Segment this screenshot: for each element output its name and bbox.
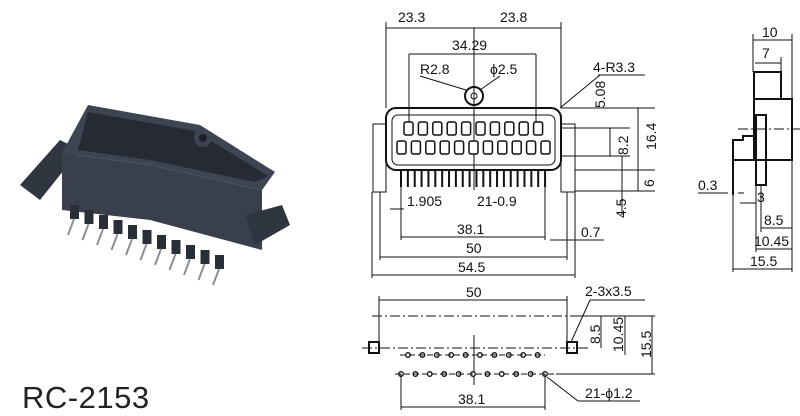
- dim-hole: ϕ2.5: [490, 61, 518, 77]
- contact-upper: [403, 121, 414, 136]
- contact-upper: [518, 121, 529, 136]
- contact-upper: [460, 121, 472, 136]
- fp-dim-mount-span: 50: [466, 284, 482, 300]
- photo-pin-base: [186, 245, 195, 259]
- dim-right-half: 23.8: [500, 9, 527, 25]
- dim-pin-offset: 4.5: [613, 198, 629, 218]
- contact-upper: [446, 121, 457, 136]
- dim-overall-width: 54.5: [458, 259, 485, 275]
- dim-pin-gap: 3: [757, 189, 765, 205]
- dim-pin-thickness: 0.7: [581, 224, 601, 240]
- photo-pin-base: [99, 215, 108, 229]
- dim-d3: 15.5: [750, 253, 777, 269]
- side-view: 10 7 0.3 3 8.5 10.45 15.5: [698, 24, 800, 272]
- fp-dim-pin-holes: 21-ϕ1.2: [585, 385, 633, 401]
- contact-upper: [432, 121, 443, 136]
- model-number: RC-2153: [22, 380, 150, 415]
- photo-pin: [110, 233, 119, 251]
- dim-tab-depth: 7: [762, 45, 770, 61]
- front-view-dimensions: 23.3 23.8 34.29 R2.8 ϕ2.5 4-R3.3 5.08 8.…: [398, 9, 659, 275]
- photo-pin: [67, 218, 75, 236]
- contact-upper: [475, 121, 486, 136]
- contact-lower: [425, 140, 436, 155]
- photo-pin-base: [215, 255, 224, 269]
- dim-d2: 10.45: [754, 233, 789, 249]
- dim-depth: 10: [762, 24, 778, 40]
- contact-lower: [468, 140, 479, 155]
- photo-pin-base: [200, 250, 210, 264]
- fp-dim-d3: 15.5: [638, 331, 654, 358]
- photo-pin: [197, 263, 206, 281]
- pcb-footprint: 50 2-3x3.5 8.5 10.45 15.5 38.1 21-ϕ1.2: [362, 283, 655, 410]
- fp-dim-pin-span: 38.1: [458, 391, 485, 407]
- contact-lower: [511, 140, 522, 155]
- contact-upper: [532, 121, 544, 136]
- photo-pin-base: [84, 210, 94, 224]
- photo-pin-base: [142, 230, 152, 244]
- dim-left-half: 23.3: [398, 9, 425, 25]
- dim-corner-radius: 4-R3.3: [593, 59, 635, 75]
- photo-pin: [96, 228, 104, 246]
- photo-pin: [81, 223, 90, 241]
- contact-lower: [439, 140, 450, 155]
- photo-pin: [125, 238, 133, 256]
- dim-offset: 0.3: [698, 177, 718, 193]
- contact-lower: [525, 140, 537, 155]
- contact-upper: [504, 121, 515, 136]
- contact-lower: [396, 140, 407, 155]
- photo-pin-base: [70, 205, 79, 219]
- photo-pin: [139, 243, 148, 261]
- dim-mount-span: 50: [466, 240, 482, 256]
- photo-pin-base: [128, 225, 137, 239]
- photo-pin: [168, 253, 177, 271]
- dim-tab-height: 5.08: [592, 81, 608, 108]
- contact-lower: [410, 140, 422, 155]
- connector-photo: [20, 105, 290, 286]
- fp-dim-d1: 8.5: [587, 324, 603, 344]
- dim-pin-pitch: 1.905: [407, 193, 442, 209]
- contact-upper: [489, 121, 501, 136]
- photo-pin-base: [113, 220, 123, 234]
- dim-tab-span: 34.29: [452, 37, 487, 53]
- photo-pin-base: [171, 240, 181, 254]
- fp-dim-d2: 10.45: [610, 317, 626, 352]
- photo-pin: [183, 258, 191, 276]
- dim-pin-length: 6: [641, 179, 657, 187]
- photo-pin: [154, 248, 162, 266]
- contact-lower: [497, 140, 508, 155]
- dim-pin-width: 21-0.9: [477, 193, 517, 209]
- contact-lower: [453, 140, 465, 155]
- dim-row-pitch: 8.2: [615, 135, 631, 155]
- photo-pin: [212, 268, 220, 286]
- front-view: [371, 22, 655, 278]
- contact-upper: [417, 121, 429, 136]
- photo-pin-base: [157, 235, 166, 249]
- dim-body-height: 16.4: [643, 123, 659, 150]
- contact-lower: [540, 140, 551, 155]
- dim-pin-span: 38.1: [457, 221, 484, 237]
- fp-dim-mount-holes: 2-3x3.5: [585, 283, 632, 299]
- contact-lower: [482, 140, 494, 155]
- dim-radius: R2.8: [420, 61, 450, 77]
- dim-d1: 8.5: [764, 212, 784, 228]
